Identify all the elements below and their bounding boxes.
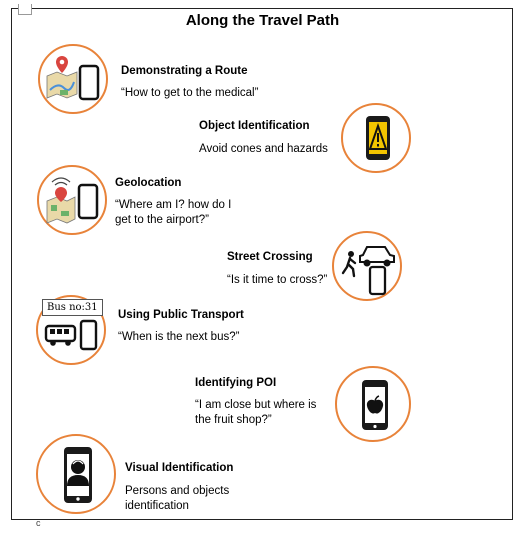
geolocation-description: “Where am I? how do I get to the airport…	[115, 199, 232, 226]
route-description: “How to get to the medical”	[121, 87, 259, 99]
poi-description: “I am close but where is the fruit shop?…	[195, 399, 317, 426]
pedestrian-icon	[341, 251, 357, 278]
street-crossing-circle	[332, 231, 402, 301]
poi-heading: Identifying POI	[195, 377, 277, 389]
visual-id-heading: Visual Identification	[125, 462, 234, 474]
visual-id-description: Persons and objects identification	[125, 485, 230, 512]
object-circle	[341, 103, 411, 173]
diagram-title: Along the Travel Path	[185, 12, 340, 29]
diagram-frame	[11, 8, 513, 520]
street-crossing-heading: Street Crossing	[227, 251, 313, 263]
street-crossing-description: “Is it time to cross?”	[227, 274, 328, 286]
geolocation-heading: Geolocation	[115, 177, 182, 189]
poi-circle	[335, 366, 411, 442]
corner-marker	[18, 4, 32, 15]
object-heading: Object Identification	[199, 120, 310, 132]
smartphone-icon	[79, 319, 98, 351]
visual-id-circle	[36, 434, 116, 514]
bottom-marker: c	[36, 518, 41, 528]
bus-number-label: Bus no:31	[42, 299, 103, 316]
route-circle	[38, 44, 108, 114]
map-signal-icon	[46, 177, 76, 224]
smartphone-icon	[78, 64, 100, 101]
object-description: Avoid cones and hazards	[199, 143, 328, 155]
map-pin-icon	[46, 56, 78, 99]
route-heading: Demonstrating a Route	[121, 65, 248, 77]
smartphone-icon	[77, 183, 99, 220]
public-transport-description: “When is the next bus?”	[118, 331, 240, 343]
car-icon	[359, 246, 395, 267]
phone-person-icon	[64, 447, 92, 503]
phone-apple-icon	[362, 380, 388, 430]
bus-icon	[44, 324, 77, 346]
smartphone-icon	[368, 265, 387, 296]
geolocation-circle	[37, 165, 107, 235]
public-transport-heading: Using Public Transport	[118, 309, 244, 321]
phone-warning-icon	[366, 116, 390, 160]
